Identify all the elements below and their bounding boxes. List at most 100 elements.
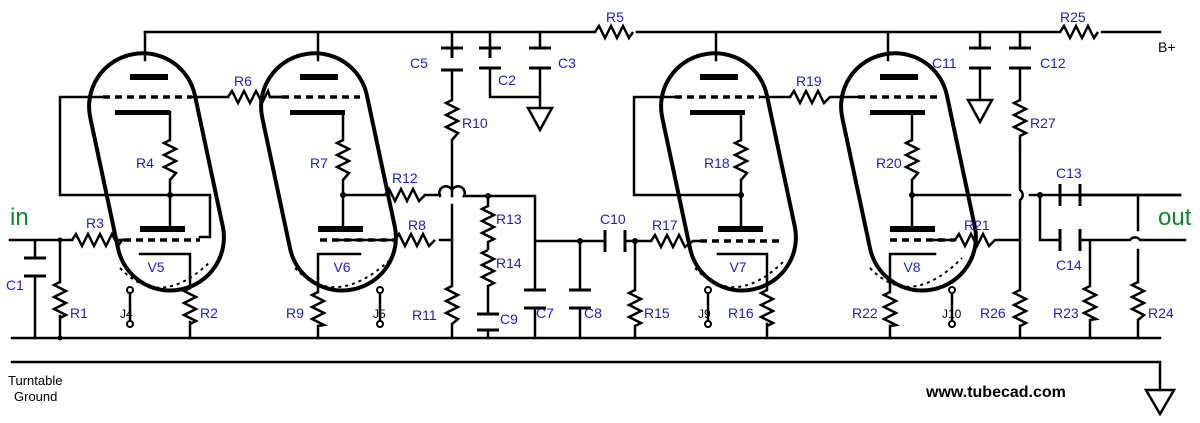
label-r9: R9: [286, 305, 304, 321]
resistor-r8: [393, 231, 436, 249]
label-c3: C3: [558, 55, 576, 71]
capacitors: [24, 46, 1082, 332]
resistor-r4: [161, 138, 179, 181]
ground-note-line1: Turntable: [8, 373, 62, 388]
label-r13: R13: [496, 211, 522, 227]
label-r5: R5: [606, 9, 624, 25]
jack-label-j4: J4: [120, 307, 133, 321]
ground-symbol-c11: [965, 98, 995, 125]
label-r27: R27: [1030, 115, 1056, 131]
io-labels: in out B+ Turntable Ground www.tubecad.c…: [8, 39, 1192, 404]
label-c12: C12: [1040, 55, 1066, 71]
capacitor-c7: [524, 288, 546, 310]
label-r15: R15: [644, 305, 670, 321]
label-r10: R10: [462, 115, 488, 131]
test-jacks: [126, 286, 956, 328]
jack-label-j10: J10: [942, 307, 962, 321]
label-c11: C11: [932, 55, 957, 71]
capacitor-c1: [24, 256, 46, 278]
resistor-r15: [626, 288, 644, 328]
resistor-r1: [51, 280, 69, 320]
resistor-r17: [649, 232, 694, 250]
capacitor-c2: [479, 46, 501, 70]
resistors: [51, 23, 1147, 328]
jack-label-j5: J5: [373, 307, 386, 321]
resistor-r9: [309, 290, 328, 328]
resistor-r10: [443, 98, 461, 141]
label-r23: R23: [1053, 305, 1079, 321]
resistor-r19: [788, 88, 838, 106]
label-r18: R18: [704, 155, 730, 171]
resistor-r16: [758, 288, 776, 328]
supply-label: B+: [1158, 39, 1176, 55]
resistor-r2: [181, 286, 199, 326]
label-r16: R16: [728, 305, 754, 321]
tube-label-v5: V5: [147, 259, 164, 275]
label-r4: R4: [136, 155, 154, 171]
label-r19: R19: [796, 73, 822, 89]
label-r1: R1: [70, 305, 88, 321]
resistor-r14: [479, 248, 497, 300]
label-c8: C8: [584, 305, 602, 321]
label-c5: C5: [410, 55, 428, 71]
resistor-r12: [383, 186, 426, 204]
output-label: out: [1158, 204, 1192, 231]
capacitor-c10: [603, 230, 627, 252]
label-c2: C2: [498, 72, 516, 88]
label-r2: R2: [200, 305, 218, 321]
resistor-r20: [903, 138, 921, 181]
capacitor-c11: [969, 46, 991, 70]
label-r12: R12: [392, 170, 418, 186]
tube-label-v7: V7: [729, 259, 746, 275]
tube-labels: V5 V6 V7 V8: [147, 259, 920, 275]
resistor-r23: [1081, 284, 1100, 322]
resistor-r7: [334, 138, 352, 181]
label-c14: C14: [1056, 257, 1082, 273]
label-r6: R6: [234, 73, 252, 89]
resistor-r6: [226, 87, 282, 106]
resistor-r3: [70, 231, 124, 249]
label-r7: R7: [310, 155, 328, 171]
capacitor-c14: [1058, 229, 1082, 251]
resistor-r5: [593, 23, 635, 41]
label-r26: R26: [980, 305, 1006, 321]
ground-note-line2: Ground: [14, 389, 57, 404]
capacitor-c3: [529, 46, 551, 70]
label-r25: R25: [1060, 9, 1086, 25]
resistor-r27: [1011, 98, 1029, 148]
resistor-r13: [479, 204, 497, 250]
tube-v5-triode-pair: [87, 51, 226, 293]
resistor-r11: [443, 284, 461, 325]
input-label: in: [10, 204, 29, 231]
resistor-r25: [1058, 23, 1100, 41]
tube-v6-triode-pair: [259, 51, 398, 293]
label-r17: R17: [652, 217, 678, 233]
label-r14: R14: [496, 255, 522, 271]
tube-v8-triode-pair: [839, 51, 978, 293]
tube-label-v8: V8: [903, 259, 920, 275]
capacitor-c5: [441, 46, 463, 72]
label-r22: R22: [852, 305, 878, 321]
capacitor-c13: [1058, 184, 1082, 206]
ground-symbol-main: [1143, 388, 1177, 417]
label-r21: R21: [964, 217, 990, 233]
label-r8: R8: [408, 217, 426, 233]
ground-symbol-c3: [525, 106, 555, 133]
jack-label-j9: J9: [698, 307, 711, 321]
label-r3: R3: [86, 215, 104, 231]
wiring: [8, 30, 1187, 392]
capacitor-c8: [569, 288, 591, 310]
label-c9: C9: [500, 311, 518, 327]
ground-symbols: [525, 98, 1177, 417]
junctions: [57, 192, 1043, 341]
label-r24: R24: [1148, 305, 1174, 321]
tube-v7-triode-pair: [659, 51, 798, 293]
capacitor-c12: [1009, 46, 1031, 70]
label-c7: C7: [536, 305, 554, 321]
resistor-r18: [732, 138, 750, 181]
label-r11: R11: [412, 307, 437, 323]
capacitor-labels: C1 C2 C3 C5 C7 C8 C9 C10 C11 C12 C13 C14: [6, 55, 1082, 327]
label-c13: C13: [1056, 165, 1082, 181]
label-c10: C10: [600, 211, 626, 227]
